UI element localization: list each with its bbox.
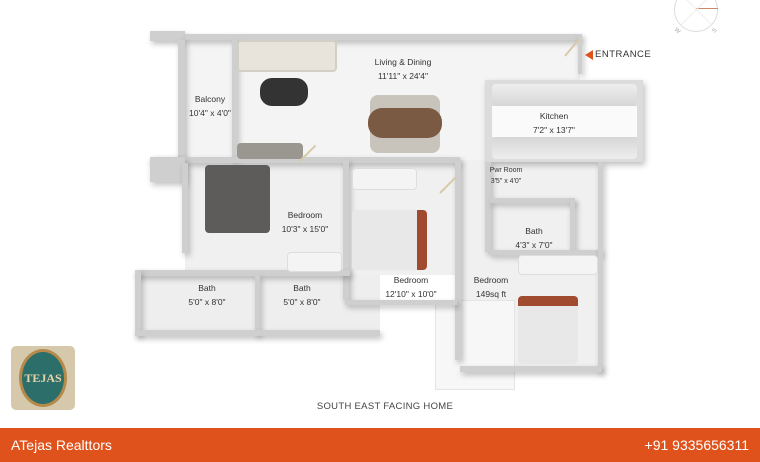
wall (255, 275, 260, 335)
entrance-marker: ENTRANCE (585, 49, 651, 60)
wall (343, 160, 349, 300)
wardrobe (518, 255, 598, 275)
entrance-label: ENTRANCE (595, 49, 652, 60)
logo: TEJAS (11, 346, 75, 410)
phone-number[interactable]: +91 9335656311 (644, 437, 749, 453)
wall (150, 157, 185, 182)
wall (232, 40, 237, 160)
terrace-floor (435, 300, 515, 390)
wall (178, 40, 185, 160)
wall (578, 34, 582, 74)
compass-icon (674, 0, 718, 32)
bed (518, 296, 578, 364)
wall (598, 162, 603, 372)
wall (182, 163, 188, 253)
logo-text: TEJAS (24, 370, 62, 385)
wall (185, 34, 580, 40)
wall (460, 366, 602, 372)
plan-caption: SOUTH EAST FACING HOME (316, 401, 454, 412)
arrow-left-icon (585, 49, 593, 60)
wall (150, 31, 185, 41)
kitchen-counter (492, 137, 637, 159)
wall (485, 162, 491, 252)
company-name: ATejas Realttors (11, 437, 112, 453)
wall (570, 200, 575, 255)
dining-table (368, 108, 442, 138)
coffee-table (260, 78, 308, 106)
compass-west: W (672, 26, 681, 36)
bed (205, 165, 270, 233)
wall (455, 160, 461, 360)
logo-emblem: TEJAS (19, 349, 67, 407)
footer-bar: ATejas Realttors +91 9335656311 (0, 428, 760, 462)
wall (135, 270, 141, 335)
wall (490, 250, 602, 255)
wall (345, 300, 457, 305)
wall (135, 270, 350, 276)
kitchen-counter (492, 84, 637, 106)
compass-south: S (711, 27, 719, 35)
wall (135, 330, 380, 336)
bench (237, 143, 303, 159)
wardrobe (287, 252, 342, 272)
wall (150, 157, 460, 163)
kitchen-floor (492, 106, 637, 137)
wall (490, 198, 575, 203)
bed (352, 210, 427, 270)
sofa (237, 40, 337, 72)
wardrobe (352, 168, 417, 190)
